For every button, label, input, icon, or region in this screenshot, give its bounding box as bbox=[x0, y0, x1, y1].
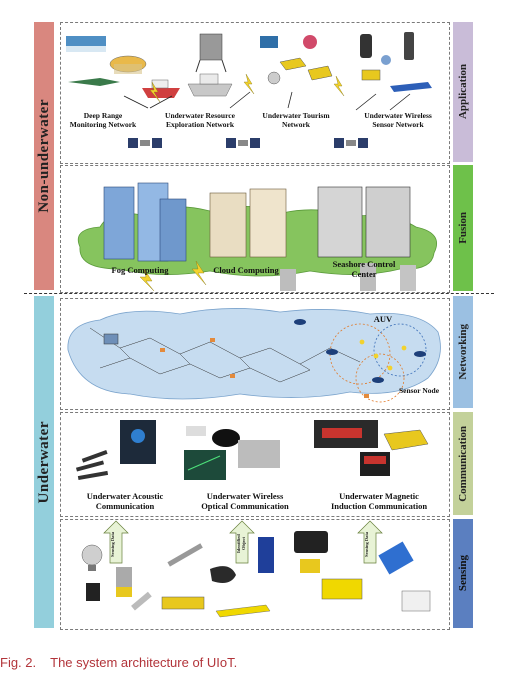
app-resource-l1: Underwater Resource bbox=[165, 111, 235, 120]
figure-caption: Fig. 2. The system architecture of UIoT. bbox=[0, 655, 237, 670]
sensing-label: Sensing bbox=[457, 555, 469, 592]
app-deep-range-l2: Monitoring Network bbox=[69, 120, 137, 129]
fusion-seashore-l1: Seashore Control bbox=[332, 259, 396, 269]
app-wireless-l2: Sensor Network bbox=[372, 120, 424, 129]
app-deep-range-l1: Deep Range bbox=[83, 111, 123, 120]
sensing-arrow3-l2: Data bbox=[364, 531, 369, 541]
app-resource-l2: Exploration Network bbox=[165, 120, 235, 129]
comm-acoustic-l2: Communication bbox=[95, 501, 155, 511]
sensing-arrow1-l2: Data bbox=[110, 531, 115, 541]
networking-auv-label: AUV bbox=[373, 314, 393, 324]
figure-caption-text: The system architecture of UIoT. bbox=[50, 655, 238, 670]
application-band bbox=[453, 22, 473, 162]
comm-acoustic-l1: Underwater Acoustic bbox=[86, 491, 164, 501]
underwater-band bbox=[34, 296, 54, 628]
application-label: Application bbox=[457, 64, 469, 120]
sensing-band bbox=[453, 519, 473, 628]
sensing-arrow2-l2: Object bbox=[241, 537, 246, 551]
communication-band bbox=[453, 412, 473, 515]
sensing-illustration bbox=[81, 520, 431, 618]
fusion-label: Fusion bbox=[457, 212, 469, 244]
networking-band bbox=[453, 296, 473, 408]
app-wireless-l1: Underwater Wireless bbox=[364, 111, 432, 120]
application-illustration bbox=[66, 32, 432, 148]
app-tourism-l1: Underwater Tourism bbox=[262, 111, 330, 120]
fusion-illustration bbox=[77, 182, 438, 291]
networking-label: Networking bbox=[457, 324, 469, 380]
fusion-fog-computing: Fog Computing bbox=[111, 265, 169, 275]
comm-magnetic-l2: Induction Communication bbox=[330, 501, 428, 511]
communication-illustration bbox=[75, 420, 429, 481]
sensing-arrow1-l1: Sensing bbox=[110, 541, 115, 557]
comm-magnetic-l1: Underwater Magnetic bbox=[339, 491, 419, 501]
comm-optical-l1: Underwater Wireless bbox=[206, 491, 284, 501]
sensing-arrow2-label: Identified Object bbox=[236, 528, 246, 560]
water-surface-divider bbox=[24, 293, 494, 294]
underwater-label: Underwater bbox=[35, 420, 52, 504]
sensing-arrow1-label: Sensing Data bbox=[110, 528, 115, 560]
sensing-arrow3-label: Sensing Data bbox=[364, 528, 369, 560]
non-underwater-band bbox=[34, 22, 54, 290]
networking-illustration bbox=[67, 308, 441, 403]
app-tourism-l2: Network bbox=[282, 120, 310, 129]
communication-label: Communication bbox=[457, 425, 469, 502]
sensing-arrow3-l1: Sensing bbox=[364, 541, 369, 557]
comm-optical-l2: Optical Communication bbox=[201, 501, 289, 511]
networking-sensor-node-label: Sensor Node bbox=[398, 386, 440, 395]
fusion-band bbox=[453, 165, 473, 291]
fusion-cloud-computing: Cloud Computing bbox=[213, 265, 279, 275]
figure-number: Fig. 2. bbox=[0, 655, 37, 670]
non-underwater-label: Non-underwater bbox=[35, 99, 52, 213]
fusion-seashore-l2: Center bbox=[351, 269, 377, 279]
